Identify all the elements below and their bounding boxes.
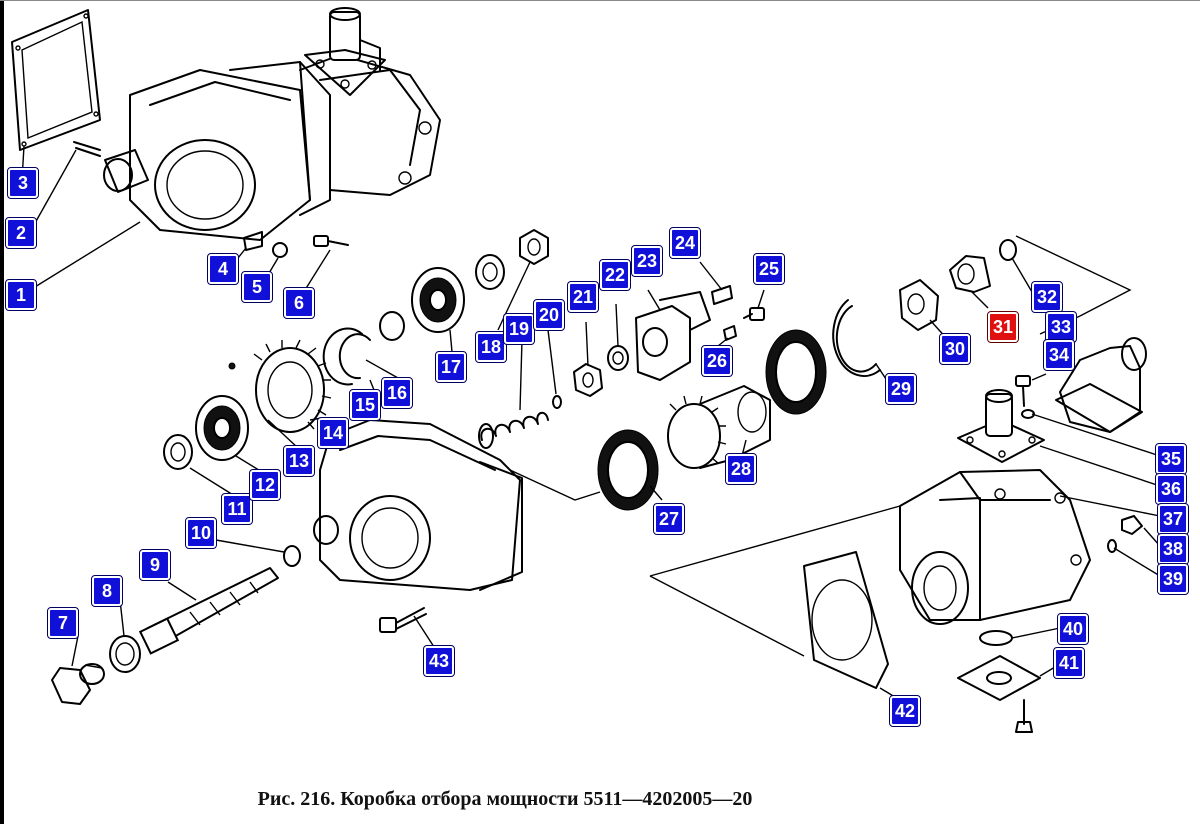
callout-33[interactable]: 33 — [1045, 311, 1077, 343]
callout-37[interactable]: 37 — [1157, 503, 1189, 535]
callout-32[interactable]: 32 — [1031, 281, 1063, 313]
callout-21[interactable]: 21 — [567, 281, 599, 313]
callout-35[interactable]: 35 — [1155, 443, 1187, 475]
callout-25[interactable]: 25 — [753, 253, 785, 285]
callout-4[interactable]: 4 — [207, 253, 239, 285]
callout-6[interactable]: 6 — [283, 287, 315, 319]
output-side-parts — [649, 235, 1161, 733]
frame-top-border — [0, 0, 1200, 1]
callout-29[interactable]: 29 — [885, 373, 917, 405]
callout-40[interactable]: 40 — [1057, 613, 1089, 645]
callout-8[interactable]: 8 — [91, 575, 123, 607]
callout-10[interactable]: 10 — [185, 517, 217, 549]
input-side-parts — [51, 229, 601, 705]
callout-34[interactable]: 34 — [1043, 339, 1075, 371]
middle-parts — [573, 261, 949, 511]
callout-14[interactable]: 14 — [317, 417, 349, 449]
callout-41[interactable]: 41 — [1053, 647, 1085, 679]
callout-16[interactable]: 16 — [381, 377, 413, 409]
callout-12[interactable]: 12 — [249, 469, 281, 501]
figure-caption: Рис. 216. Коробка отбора мощности 5511—4… — [257, 788, 753, 810]
callout-9[interactable]: 9 — [139, 549, 171, 581]
callout-11[interactable]: 11 — [221, 493, 253, 525]
callout-22[interactable]: 22 — [599, 259, 631, 291]
callout-27[interactable]: 27 — [653, 503, 685, 535]
callout-42[interactable]: 42 — [889, 695, 921, 727]
callout-38[interactable]: 38 — [1157, 533, 1189, 565]
frame-left-border — [0, 0, 4, 824]
callout-3[interactable]: 3 — [7, 167, 39, 199]
callout-26[interactable]: 26 — [701, 345, 733, 377]
callout-36[interactable]: 36 — [1155, 473, 1187, 505]
assembled-gearbox — [11, 7, 441, 299]
callout-5[interactable]: 5 — [241, 271, 273, 303]
callout-17[interactable]: 17 — [435, 351, 467, 383]
callout-20[interactable]: 20 — [533, 299, 565, 331]
callout-2[interactable]: 2 — [5, 217, 37, 249]
callout-18[interactable]: 18 — [475, 331, 507, 363]
callout-43[interactable]: 43 — [423, 645, 455, 677]
callout-7[interactable]: 7 — [47, 607, 79, 639]
callout-15[interactable]: 15 — [349, 389, 381, 421]
callout-13[interactable]: 13 — [283, 445, 315, 477]
callout-28[interactable]: 28 — [725, 453, 757, 485]
callout-1[interactable]: 1 — [5, 279, 37, 311]
callout-19[interactable]: 19 — [503, 313, 535, 345]
callout-24[interactable]: 24 — [669, 227, 701, 259]
callout-23[interactable]: 23 — [631, 245, 663, 277]
callout-31[interactable]: 31 — [987, 311, 1019, 343]
callout-39[interactable]: 39 — [1157, 563, 1189, 595]
callout-30[interactable]: 30 — [939, 333, 971, 365]
